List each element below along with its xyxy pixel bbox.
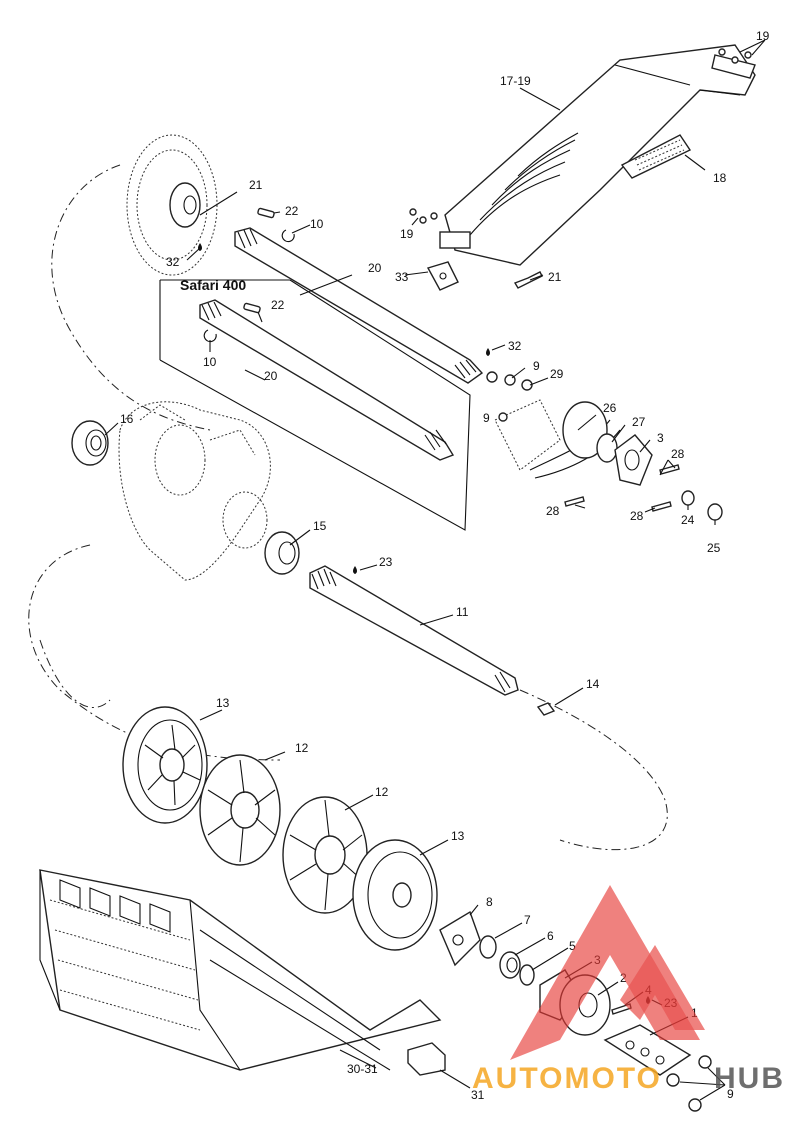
callout-22a: 22 (285, 204, 299, 218)
callout-9a: 9 (533, 359, 540, 373)
callout-13b: 13 (451, 829, 465, 843)
callout-22b: 22 (271, 298, 285, 312)
leader-lines (104, 39, 766, 1101)
callout-labels: 19 17-19 18 19 33 21 21 22 10 32 20 Safa… (120, 29, 770, 1102)
brake-disc (126, 134, 218, 276)
safari-inset-frame (159, 279, 471, 531)
upper-track-outline (51, 164, 211, 431)
callout-23a: 23 (379, 555, 393, 569)
callout-19a: 19 (756, 29, 770, 43)
decal-plate (620, 134, 692, 179)
callout-12b: 12 (375, 785, 389, 799)
callout-15: 15 (313, 519, 327, 533)
sprocket-12-b (282, 796, 368, 914)
callout-7: 7 (524, 913, 531, 927)
callout-11: 11 (456, 605, 469, 619)
callout-20b: 20 (264, 369, 278, 383)
tensioner-plate-1 (603, 1024, 692, 1076)
callout-3a: 3 (657, 431, 664, 445)
callout-21a: 21 (249, 178, 263, 192)
sprocket-13-right (352, 839, 438, 951)
track-belt (39, 869, 442, 1071)
callout-33: 33 (395, 270, 409, 284)
watermark-triangle-icon (510, 885, 700, 1060)
spacer-7 (479, 935, 497, 959)
chaincase-housing (118, 401, 271, 581)
callout-31: 31 (471, 1088, 485, 1102)
callout-14: 14 (586, 677, 600, 691)
washer-15 (264, 531, 300, 575)
callout-2: 2 (620, 971, 627, 985)
bearing-27 (596, 433, 618, 463)
bracket-33 (426, 261, 459, 291)
track-chain-path (39, 639, 111, 708)
key-22-upper (257, 207, 275, 219)
cover-vent-fins (469, 132, 579, 236)
bearing-flange-26 (494, 399, 621, 479)
callout-28a: 28 (671, 447, 685, 461)
cover-screws-top (718, 48, 752, 64)
sprocket-13-left (122, 706, 208, 824)
cover-screws-left (409, 208, 438, 224)
bearing-plate-8 (439, 910, 481, 967)
drive-shaft-upper (234, 227, 484, 384)
callout-29: 29 (550, 367, 564, 381)
rivet-21-right (513, 271, 543, 289)
callout-9b: 9 (483, 411, 490, 425)
callout-26: 26 (603, 401, 617, 415)
cover-hinge (711, 54, 756, 79)
callout-10b: 10 (203, 355, 217, 369)
callout-17-19: 17-19 (500, 74, 531, 88)
callout-12a: 12 (295, 741, 309, 755)
lower-track-outline (28, 544, 668, 851)
watermark-brand-dark: HUB (714, 1062, 785, 1095)
callout-28c: 28 (630, 509, 644, 523)
callout-13a: 13 (216, 696, 230, 710)
callout-32b: 32 (508, 339, 522, 353)
callout-9c: 9 (727, 1087, 734, 1101)
circlip-10-inset (203, 329, 217, 343)
callout-18: 18 (713, 171, 727, 185)
drive-shaft-inset (199, 299, 455, 461)
clip-31 (407, 1042, 446, 1076)
key-22-inset (243, 302, 261, 314)
bearing-16 (71, 420, 109, 466)
callout-20a: 20 (368, 261, 382, 275)
watermark-brand-orange: AUTOMOTO (472, 1062, 662, 1095)
nuts-9-lower (666, 1055, 712, 1112)
circlip-10-upper (281, 229, 295, 243)
seal-5 (519, 964, 535, 986)
seal-25 (707, 503, 723, 521)
callout-8: 8 (486, 895, 493, 909)
watermark-logo: AUTOMOTO HUB (472, 885, 785, 1095)
nut-9-small (498, 412, 508, 422)
key-14 (536, 702, 556, 716)
callout-25: 25 (707, 541, 721, 555)
callout-24: 24 (681, 513, 695, 527)
bearing-6 (499, 951, 521, 979)
callout-10a: 10 (310, 217, 324, 231)
inset-title: Safari 400 (180, 277, 246, 293)
chaincase-cover (439, 44, 756, 266)
grease-drop-32-right (486, 348, 490, 356)
callout-27: 27 (632, 415, 646, 429)
callout-16: 16 (120, 412, 134, 426)
callout-6: 6 (547, 929, 554, 943)
nuts-9-29 (486, 371, 533, 391)
callout-28b: 28 (546, 504, 560, 518)
callout-32a: 32 (166, 255, 180, 269)
sprocket-12-a (199, 754, 281, 866)
callout-21b: 21 (548, 270, 562, 284)
callout-19b: 19 (400, 227, 414, 241)
flange-3-upper (614, 434, 653, 486)
callout-5: 5 (569, 939, 576, 953)
grease-drop-23-upper (353, 566, 357, 574)
drive-axle (309, 565, 519, 696)
washer-24 (681, 490, 695, 506)
callout-30-31: 30-31 (347, 1062, 378, 1076)
